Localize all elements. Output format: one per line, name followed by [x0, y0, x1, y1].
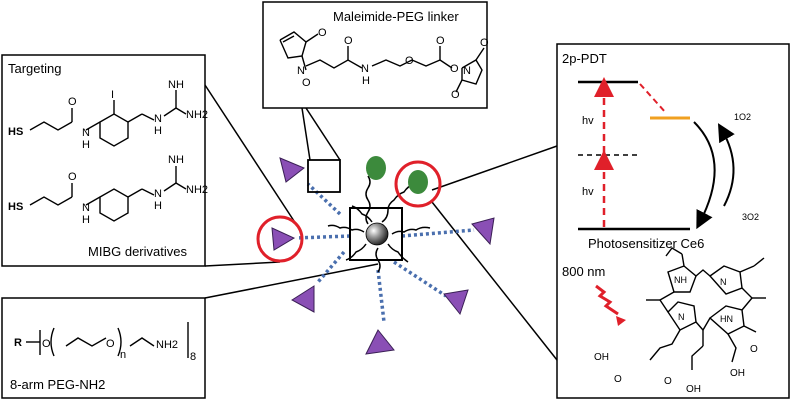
mol2-n: N	[82, 202, 90, 214]
maleimide-h: H	[362, 75, 370, 87]
maleimide-nh: N	[361, 63, 369, 75]
mibg-ligand-4	[365, 329, 395, 355]
ce6-o1: O	[614, 374, 622, 385]
mol2-nh2: NH2	[186, 184, 208, 196]
core-frame	[349, 207, 403, 261]
gold-core	[365, 222, 389, 246]
mibg-ligand-5	[443, 289, 469, 316]
ce6-highlight-circle	[394, 160, 442, 208]
light-arrow-head	[616, 316, 626, 326]
ce6-structure	[646, 247, 766, 370]
peg-o-left: O	[42, 338, 51, 350]
mibg-ligand-6	[471, 217, 495, 246]
central-nanostructure	[256, 156, 495, 355]
peg-n-subscript: n	[120, 349, 126, 361]
pdt-panel: 2p-PDT hv hv 1O2 3O2 Photosensitizer Ce6…	[556, 43, 790, 399]
peg-o-right: O	[106, 338, 115, 350]
ce6-o3: O	[750, 344, 758, 355]
ce6-bead-1	[366, 156, 386, 180]
peg-panel: R O O n NH2 8 8-arm PEG-NH2	[1, 297, 206, 399]
maleimide-o4: O	[451, 89, 460, 101]
connector-lines	[204, 84, 558, 361]
mol2-h: H	[82, 214, 90, 226]
mol2-n-amine: N	[154, 188, 162, 200]
mol1-nh-imine: NH	[168, 79, 184, 91]
mibg-ligand-2	[271, 227, 296, 251]
targeting-panel-caption: MIBG derivatives	[88, 244, 187, 259]
maleimide-o-ester: O	[450, 63, 459, 75]
mol1-nh2: NH2	[186, 109, 208, 121]
ce6-hn: HN	[720, 314, 733, 324]
light-arrow	[595, 284, 619, 316]
mol2-o: O	[68, 171, 77, 183]
mol2-hs: HS	[8, 201, 23, 213]
mol1-o: O	[68, 96, 77, 108]
triplet-oxygen-label: 3O2	[742, 212, 759, 222]
maleimide-peg-panel: Maleimide-PEG linker O N O O N H O O O N	[262, 1, 489, 109]
peg-nh2: NH2	[156, 339, 178, 351]
isc-arrow	[639, 83, 667, 114]
oxygen-conversion-arrow	[717, 123, 735, 207]
mol1-hs: HS	[8, 126, 23, 138]
peg-structure	[26, 322, 189, 358]
hv-top-label: hv	[582, 115, 594, 127]
mol2-h-amine: H	[154, 200, 162, 212]
dashed-linkers	[295, 182, 475, 323]
mibg-molecule-1	[29, 90, 187, 147]
ce6-n1: N	[720, 277, 727, 287]
wavelength-label: 800 nm	[562, 264, 605, 279]
maleimide-peg-structure	[279, 31, 485, 93]
ce6-oh1: OH	[594, 352, 609, 363]
mol1-h-amine: H	[154, 125, 162, 137]
mibg-ligand-1	[279, 157, 305, 183]
linker-box	[307, 159, 341, 193]
peg-subscript-8: 8	[190, 351, 196, 363]
mol1-iodo: I	[111, 89, 114, 101]
maleimide-n2: N	[463, 65, 471, 77]
mibg-ligand-3	[291, 285, 315, 313]
maleimide-o1: O	[318, 27, 327, 39]
singlet-oxygen-label: 1O2	[734, 112, 751, 122]
maleimide-o-ether: O	[405, 55, 414, 67]
ce6-nh: NH	[674, 275, 687, 285]
maleimide-panel-title: Maleimide-PEG linker	[333, 9, 459, 24]
maleimide-o-ester-carbonyl: O	[436, 35, 445, 47]
photosensitizer-label: Photosensitizer Ce6	[588, 236, 704, 251]
ce6-oh2: OH	[686, 384, 701, 395]
mol1-n: N	[82, 127, 90, 139]
ce6-o2: O	[664, 376, 672, 387]
mol1-n-amine: N	[154, 113, 162, 125]
ce6-bead-2	[408, 170, 428, 194]
mol1-h: H	[82, 139, 90, 151]
hv-bottom-label: hv	[582, 186, 594, 198]
maleimide-o-carbonyl: O	[344, 35, 353, 47]
pdt-panel-title: 2p-PDT	[562, 51, 607, 66]
targeting-panel: Targeting HS O N H I NH N H NH2	[1, 54, 208, 267]
mibg-molecule-2	[29, 166, 187, 222]
peg-r: R	[14, 337, 22, 349]
ce6-n2: N	[678, 312, 685, 322]
targeting-panel-title: Targeting	[8, 61, 61, 76]
mol2-nh-imine: NH	[168, 154, 184, 166]
maleimide-o2: O	[302, 77, 311, 89]
energy-transfer-arrow	[693, 121, 716, 230]
mibg-highlight-circle	[256, 215, 304, 263]
maleimide-n1: N	[297, 65, 305, 77]
ce6-oh3: OH	[730, 368, 745, 379]
peg-panel-caption: 8-arm PEG-NH2	[10, 377, 105, 392]
maleimide-o3: O	[480, 37, 489, 49]
